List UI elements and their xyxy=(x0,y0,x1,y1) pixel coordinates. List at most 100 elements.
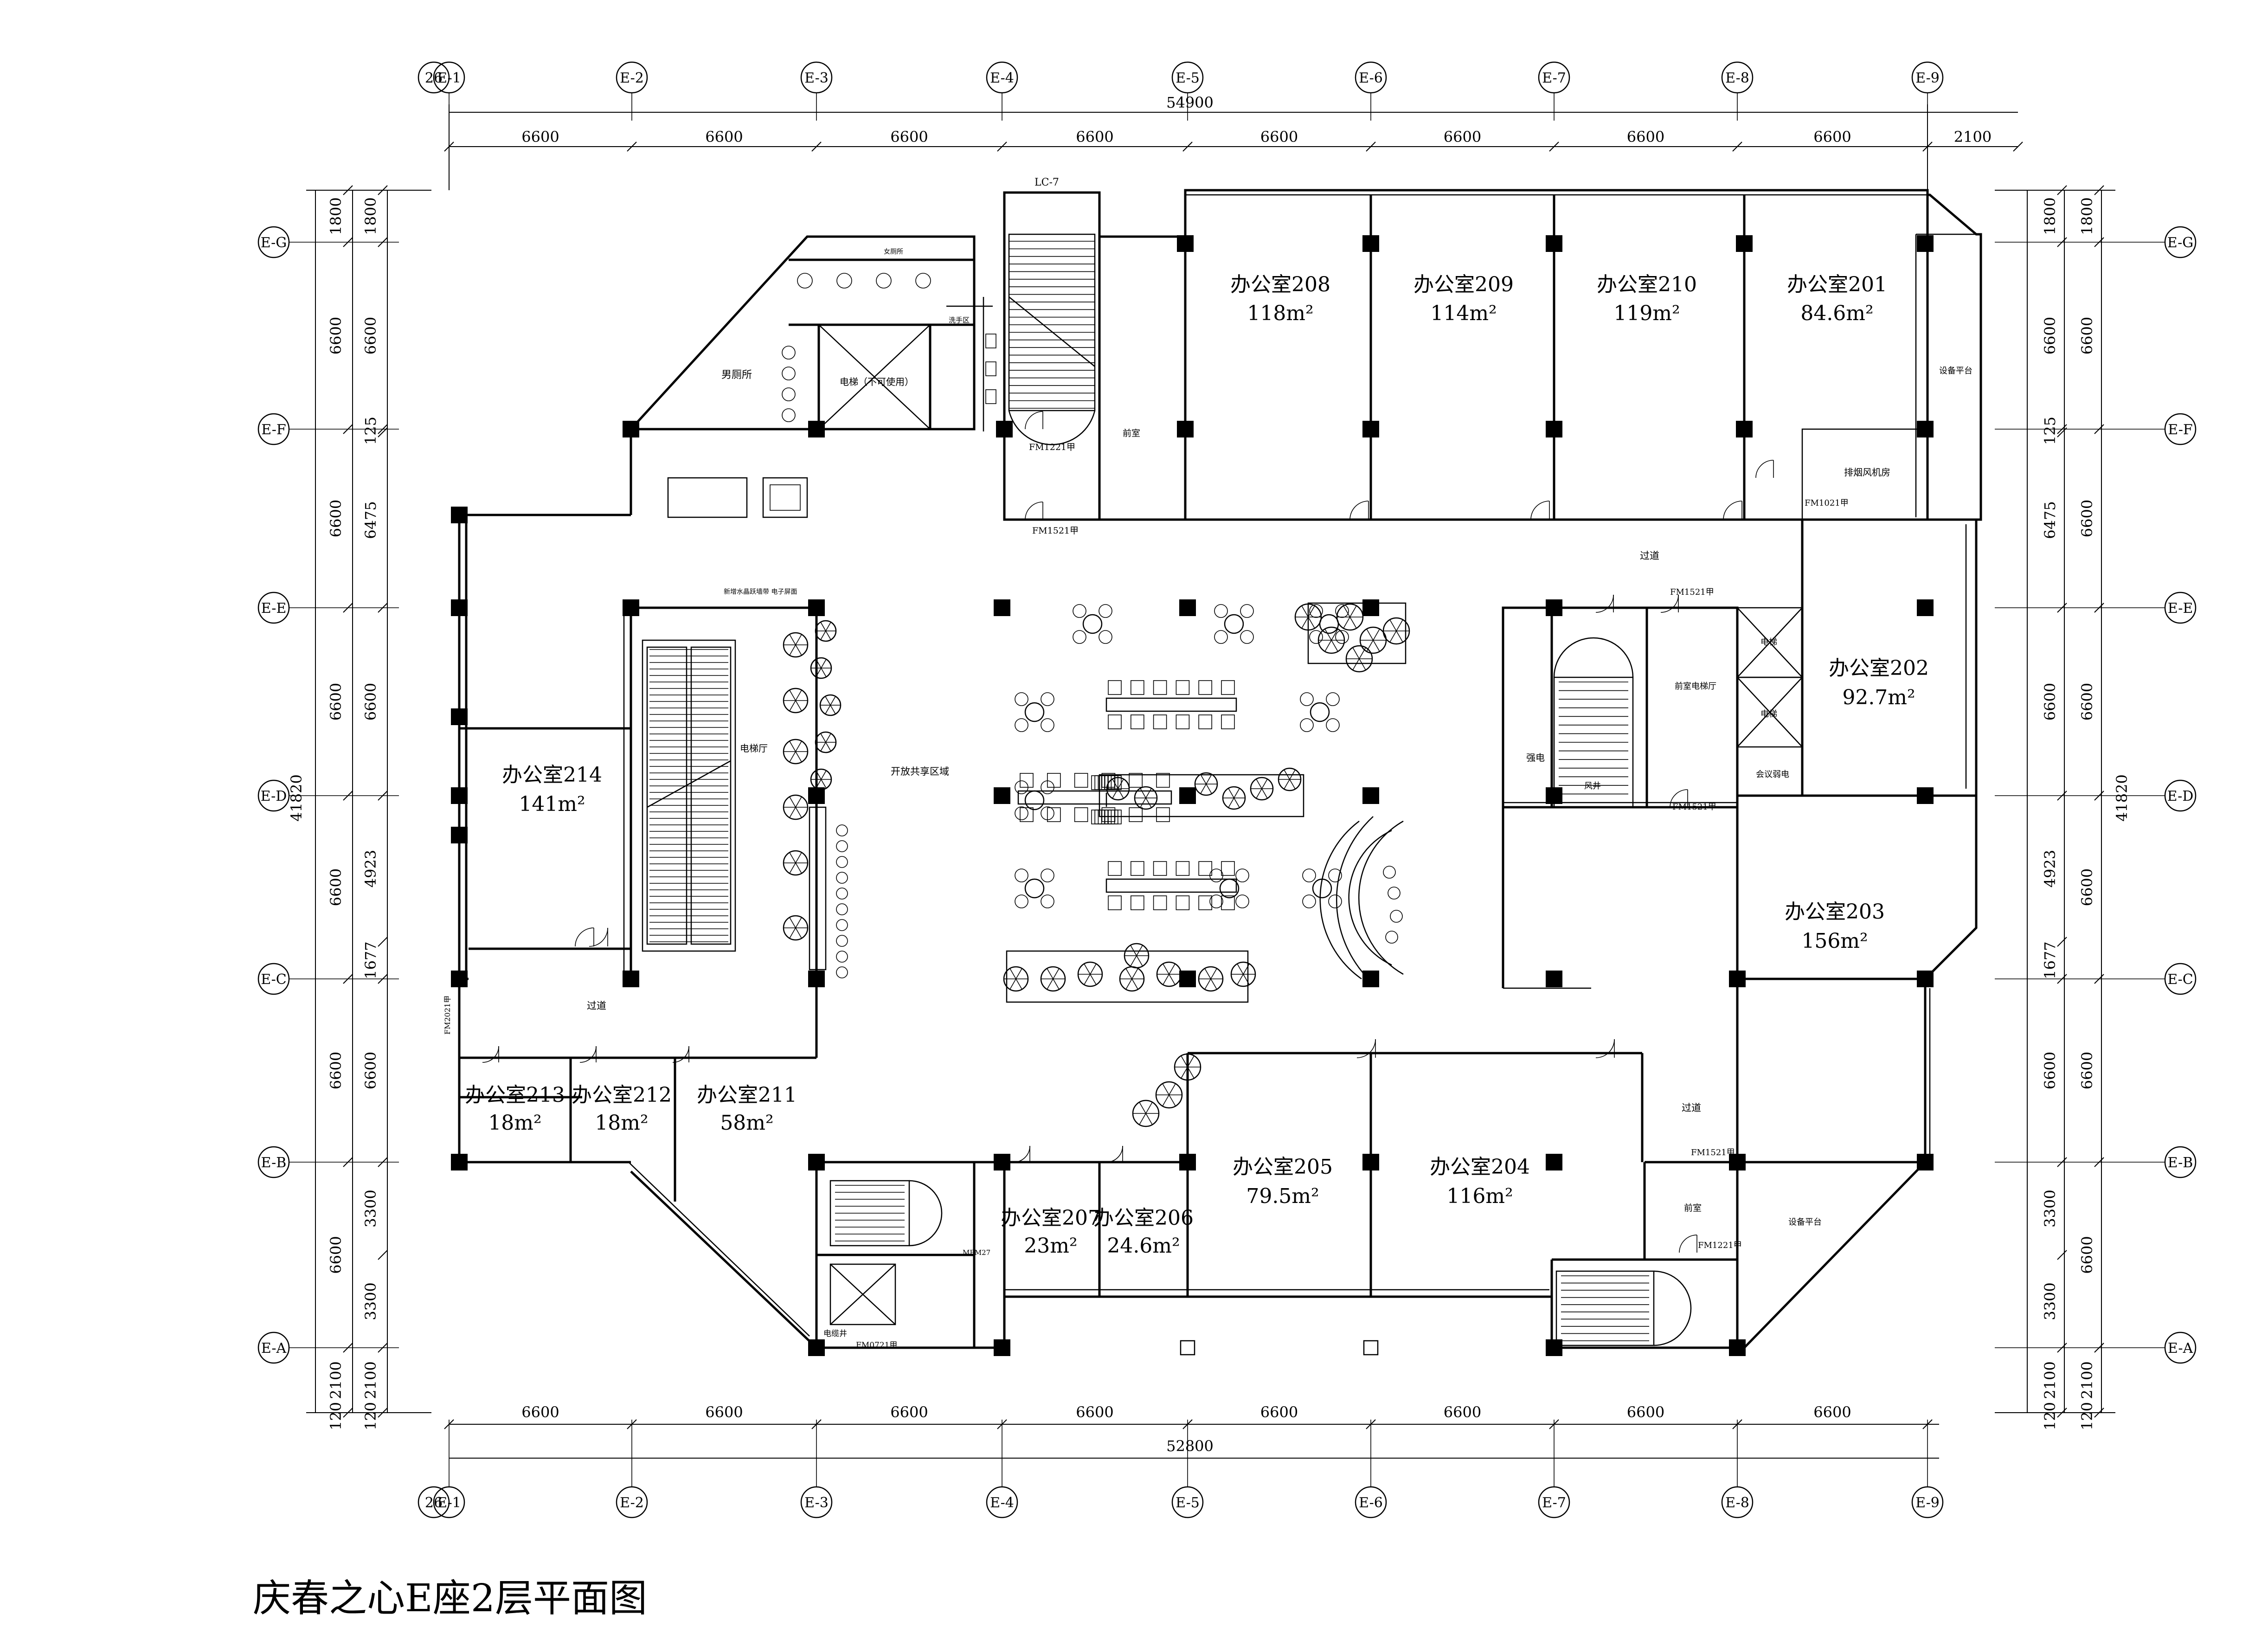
structural-column xyxy=(451,708,468,725)
door-swing xyxy=(1025,502,1043,520)
door-swing xyxy=(579,1046,597,1063)
dim-left-outer-seg: 6600 xyxy=(327,868,345,906)
dim-left-inner-seg: 1800 xyxy=(362,197,379,235)
axis-label-e-d: E-D xyxy=(2167,788,2194,804)
label-smoke-fan: 排烟风机房 xyxy=(1844,467,1890,478)
dim-right-inner-seg: 1800 xyxy=(2041,197,2059,235)
structural-column xyxy=(623,421,639,437)
dim-top-seg: 6600 xyxy=(1260,128,1298,146)
axis-label-e-3: E-3 xyxy=(804,70,829,86)
structural-column xyxy=(994,1154,1010,1170)
dim-right-outer-seg: 1800 xyxy=(2078,197,2096,235)
structural-column xyxy=(996,421,1013,437)
dim-right-inner-seg: 4923 xyxy=(2041,850,2059,887)
door-swing xyxy=(1025,411,1043,430)
dim-left-total: 41820 xyxy=(288,774,305,822)
dim-right-inner-seg: 1677 xyxy=(2041,941,2059,979)
dim-left-outer-seg: 2100 xyxy=(327,1361,345,1399)
structural-column xyxy=(1546,599,1562,616)
room-212-area: 18m² xyxy=(595,1111,648,1135)
axis-label-e-1: E-1 xyxy=(437,70,461,86)
label-led-screen: 新增水晶跃墙带 电子屏面 xyxy=(724,588,797,596)
room-206-area: 24.6m² xyxy=(1107,1234,1180,1258)
dim-right-outer-seg: 6600 xyxy=(2078,868,2096,906)
room-204-name: 办公室204 xyxy=(1430,1155,1530,1179)
axis-label-e-e: E-E xyxy=(2168,600,2193,617)
dim-bottom-seg: 6600 xyxy=(705,1403,743,1421)
axis-label-e-b: E-B xyxy=(2168,1155,2193,1171)
structural-column xyxy=(994,599,1010,616)
room-207-area: 23m² xyxy=(1024,1234,1077,1258)
label-equip-platform-bottom: 设备平台 xyxy=(1788,1217,1822,1227)
structural-column xyxy=(1917,1154,1934,1170)
axis-label-e-g: E-G xyxy=(2167,235,2194,251)
structural-column xyxy=(1736,235,1753,252)
structural-column xyxy=(451,787,468,804)
room-214-area: 141m² xyxy=(519,792,585,816)
dim-top-seg: 6600 xyxy=(1076,128,1113,146)
structural-column xyxy=(623,599,639,616)
dim-right-inner-seg: 6475 xyxy=(2041,501,2059,539)
room-204-area: 116m² xyxy=(1446,1184,1513,1208)
structural-column xyxy=(1546,235,1562,252)
structural-column xyxy=(1179,1154,1196,1170)
label-fm1521-core: FM1521甲 xyxy=(1670,587,1714,597)
room-213-area: 18m² xyxy=(488,1111,541,1135)
dim-top-seg: 6600 xyxy=(705,128,743,146)
axis-label-e-2: E-2 xyxy=(620,70,644,86)
door-swing xyxy=(1660,594,1679,613)
structural-column xyxy=(808,1339,825,1356)
dim-left-inner-seg: 6600 xyxy=(362,1052,379,1089)
label-fm1221-top: FM1221甲 xyxy=(1029,442,1075,452)
structural-column xyxy=(1546,787,1562,804)
structural-column xyxy=(994,787,1010,804)
label-wind-shaft: 风井 xyxy=(1584,781,1601,791)
axis-label-e-5: E-5 xyxy=(1176,1495,1200,1511)
label-open-share: 开放共享区域 xyxy=(891,766,949,777)
dim-right-outer-seg: 2100 xyxy=(2078,1361,2096,1399)
interior-walls xyxy=(458,258,1803,1349)
dim-right-inner-seg: 6600 xyxy=(2041,683,2059,720)
stair-right xyxy=(1553,637,1634,808)
axis-label-e-9: E-9 xyxy=(1915,70,1940,86)
door-swing xyxy=(482,1046,499,1063)
structural-column xyxy=(1917,971,1934,987)
dim-left-inner-seg: 6600 xyxy=(362,317,379,354)
stair-top: LC-7 xyxy=(1008,177,1096,445)
structural-column xyxy=(1917,787,1934,804)
label-elevator-unused: 电梯（不可使用） xyxy=(840,376,914,387)
dimension-right: 41820 1800660012564756600492316776600330… xyxy=(1995,185,2131,1430)
structural-column xyxy=(1177,421,1194,437)
dim-right-inner-seg: 125 xyxy=(2041,417,2059,445)
axis-label-e-2: E-2 xyxy=(620,1495,644,1511)
door-swing xyxy=(1106,1145,1123,1163)
structural-column xyxy=(1362,971,1379,987)
dim-left-outer-seg: 6600 xyxy=(327,1052,345,1089)
dim-right-total: 41820 xyxy=(2113,774,2131,822)
axis-label-e-a: E-A xyxy=(2168,1340,2193,1357)
room-202-area: 92.7m² xyxy=(1842,686,1915,709)
axis-label-e-f: E-F xyxy=(2168,422,2192,438)
room-208-name: 办公室208 xyxy=(1230,273,1330,296)
dim-left-inner-seg: 120 xyxy=(362,1402,379,1430)
door-swing xyxy=(1356,1039,1376,1058)
room-207-name: 办公室207 xyxy=(1001,1206,1101,1230)
dim-left-inner-seg: 3300 xyxy=(362,1190,379,1227)
door-swing xyxy=(1755,460,1774,478)
structural-column xyxy=(808,599,825,616)
room-212-name: 办公室212 xyxy=(572,1083,672,1107)
axis-label-e-e: E-E xyxy=(261,600,287,617)
furniture xyxy=(667,273,1410,1127)
dim-bottom-seg: 6600 xyxy=(1813,1403,1851,1421)
label-equip-platform-top: 设备平台 xyxy=(1939,366,1972,376)
dim-bottom-seg: 6600 xyxy=(1627,1403,1664,1421)
elevator-bottom-left xyxy=(829,1263,896,1325)
dim-left-outer-seg: 6600 xyxy=(327,317,345,354)
dim-bottom-seg: 6600 xyxy=(1444,1403,1481,1421)
room-209-area: 114m² xyxy=(1430,302,1497,325)
structural-column xyxy=(1736,421,1753,437)
axis-label-e-a: E-A xyxy=(261,1340,287,1357)
axis-label-e-b: E-B xyxy=(261,1155,287,1171)
axis-label-e-7: E-7 xyxy=(1542,70,1566,86)
axis-label-e-f: E-F xyxy=(261,422,286,438)
